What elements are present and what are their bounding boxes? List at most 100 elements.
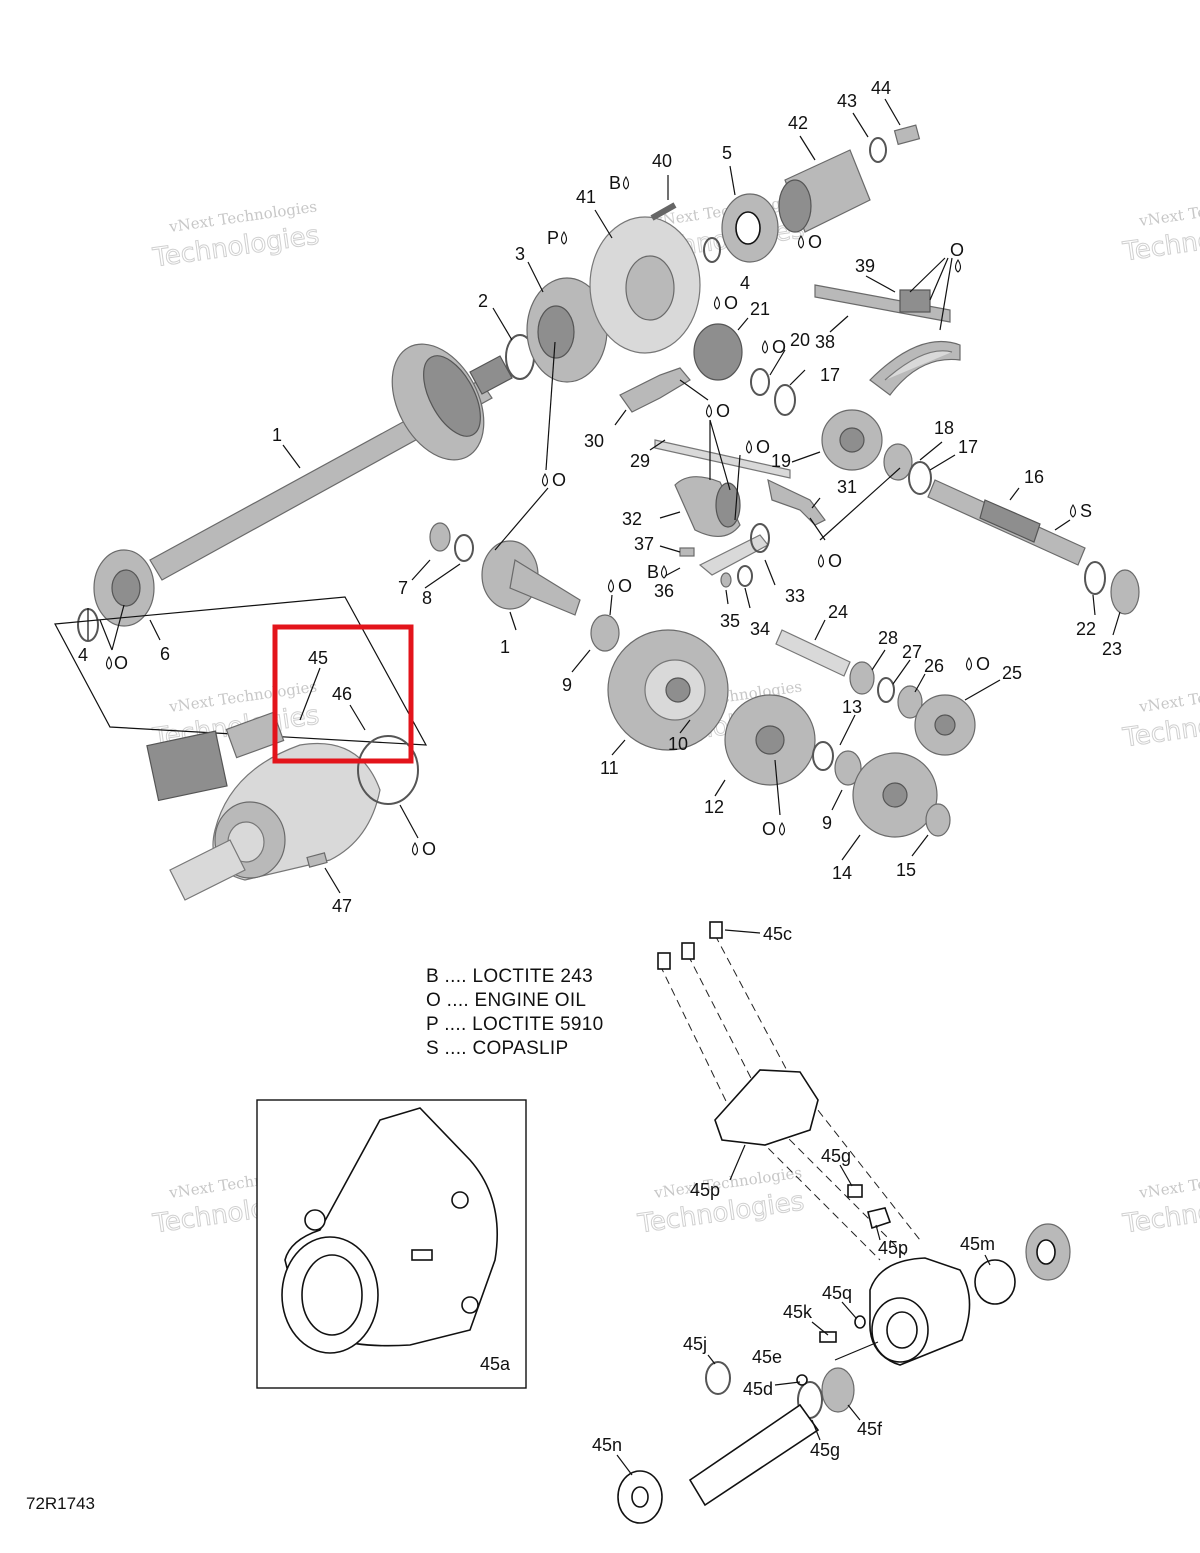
callout-8: 8 bbox=[422, 588, 432, 608]
part-shaft-16 bbox=[927, 479, 1140, 615]
leader-lines bbox=[87, 98, 1121, 1476]
callout-45a: 45a bbox=[480, 1354, 511, 1374]
callout-14: 14 bbox=[832, 863, 852, 883]
callout-20: 20 bbox=[790, 330, 810, 350]
oil-drop-icon bbox=[541, 472, 549, 487]
part-shaft-24 bbox=[775, 629, 976, 756]
oil-drop-icon bbox=[745, 439, 753, 454]
oil-drop-icon bbox=[761, 339, 769, 354]
part-bearing-3 bbox=[526, 277, 608, 383]
legend-item: P .... LOCTITE 5910 bbox=[426, 1014, 603, 1035]
symbol-o: O bbox=[756, 437, 770, 457]
callout-45e: 45e bbox=[752, 1347, 782, 1367]
grouping-box-left bbox=[54, 596, 428, 746]
symbol-o: O bbox=[808, 232, 822, 252]
callout-45k: 45k bbox=[783, 1302, 813, 1322]
callout-28: 28 bbox=[878, 628, 898, 648]
callout-16: 16 bbox=[1024, 467, 1044, 487]
part-bolt-40 bbox=[650, 202, 677, 221]
part-gear-14 bbox=[812, 741, 951, 838]
oil-drop-icon bbox=[607, 578, 615, 593]
oil-drop-icon bbox=[817, 553, 825, 568]
callout-17-b: 17 bbox=[958, 437, 978, 457]
watermark-text: vNext Technologies bbox=[1137, 677, 1200, 716]
callouts: 1 1 2 3 4 4 5 6 7 8 9 9 10 11 12 13 14 1… bbox=[78, 78, 1122, 1460]
callout-6: 6 bbox=[160, 644, 170, 664]
callout-9-b: 9 bbox=[822, 813, 832, 833]
callout-34: 34 bbox=[750, 619, 770, 639]
symbol-o: O bbox=[762, 819, 776, 839]
callout-45n: 45n bbox=[592, 1435, 622, 1455]
symbol-o: O bbox=[716, 401, 730, 421]
oil-drop-icon bbox=[705, 403, 713, 418]
oil-drop-icon bbox=[797, 234, 805, 249]
callout-45g-lower: 45g bbox=[810, 1440, 840, 1460]
callout-19: 19 bbox=[771, 451, 791, 471]
part-sleeve-42 bbox=[778, 124, 921, 233]
callout-32: 32 bbox=[622, 509, 642, 529]
part-45-exploded bbox=[617, 921, 1071, 1524]
part-washers-7-8 bbox=[429, 522, 474, 562]
adhesive-drop-icon bbox=[660, 564, 668, 579]
symbol-o: O bbox=[724, 293, 738, 313]
symbol-o: O bbox=[772, 337, 786, 357]
callout-45p: 45p bbox=[690, 1180, 720, 1200]
callout-45p-lower: 45p bbox=[878, 1238, 908, 1258]
callout-1-pinion: 1 bbox=[500, 637, 510, 657]
callout-5: 5 bbox=[722, 143, 732, 163]
callout-45q: 45q bbox=[822, 1283, 852, 1303]
callout-22: 22 bbox=[1076, 619, 1096, 639]
part-bearing-9 bbox=[590, 614, 620, 652]
part-gear-11 bbox=[607, 629, 729, 751]
callout-45: 45 bbox=[308, 648, 328, 668]
legend: B .... LOCTITE 243 O .... ENGINE OIL P .… bbox=[426, 966, 603, 1059]
legend-item: O .... ENGINE OIL bbox=[426, 990, 586, 1011]
adhesive-drop-icon bbox=[622, 175, 630, 190]
copaslip-drop-icon bbox=[1069, 503, 1077, 518]
callout-23: 23 bbox=[1102, 639, 1122, 659]
symbol-b: B bbox=[609, 173, 621, 193]
part-housing-assembly bbox=[146, 711, 419, 901]
oil-drop-icon bbox=[954, 258, 962, 273]
legend-item: S .... COPASLIP bbox=[426, 1038, 568, 1059]
callout-21: 21 bbox=[750, 299, 770, 319]
callout-26: 26 bbox=[924, 656, 944, 676]
watermark-text: vNext Technologies bbox=[1137, 191, 1200, 230]
part-shift-fork-30 bbox=[619, 367, 791, 479]
sealant-drop-icon bbox=[560, 230, 568, 245]
symbol-o: O bbox=[950, 240, 964, 260]
part-seal-5 bbox=[703, 193, 779, 263]
symbol-p: P bbox=[547, 228, 559, 248]
callout-45f: 45f bbox=[857, 1419, 883, 1439]
symbol-o: O bbox=[618, 576, 632, 596]
lubricant-symbols: O O O O O O O O O O O O O B B P S bbox=[105, 173, 1092, 859]
part-bearing-6 bbox=[77, 549, 155, 642]
callout-39: 39 bbox=[855, 256, 875, 276]
callout-33: 33 bbox=[785, 586, 805, 606]
part-plate-36 bbox=[679, 523, 770, 588]
symbol-o: O bbox=[828, 551, 842, 571]
oil-drop-icon bbox=[965, 656, 973, 671]
callout-3: 3 bbox=[515, 244, 525, 264]
oil-drop-icon bbox=[778, 821, 786, 836]
callout-10: 10 bbox=[668, 734, 688, 754]
callout-31: 31 bbox=[837, 477, 857, 497]
callout-45j: 45j bbox=[683, 1334, 707, 1354]
callout-9: 9 bbox=[562, 675, 572, 695]
callout-18: 18 bbox=[934, 418, 954, 438]
oil-drop-icon bbox=[105, 655, 113, 670]
callout-40: 40 bbox=[652, 151, 672, 171]
callout-45c: 45c bbox=[763, 924, 792, 944]
callout-24: 24 bbox=[828, 602, 848, 622]
callout-29: 29 bbox=[630, 451, 650, 471]
part-pinion-1 bbox=[481, 540, 581, 616]
part-gear-19 bbox=[821, 409, 932, 495]
callout-36: 36 bbox=[654, 581, 674, 601]
callout-37: 37 bbox=[634, 534, 654, 554]
callout-11: 11 bbox=[600, 758, 619, 778]
callout-25: 25 bbox=[1002, 663, 1022, 683]
callout-46: 46 bbox=[332, 684, 352, 704]
callout-4-b: 4 bbox=[740, 273, 750, 293]
callout-30: 30 bbox=[584, 431, 604, 451]
